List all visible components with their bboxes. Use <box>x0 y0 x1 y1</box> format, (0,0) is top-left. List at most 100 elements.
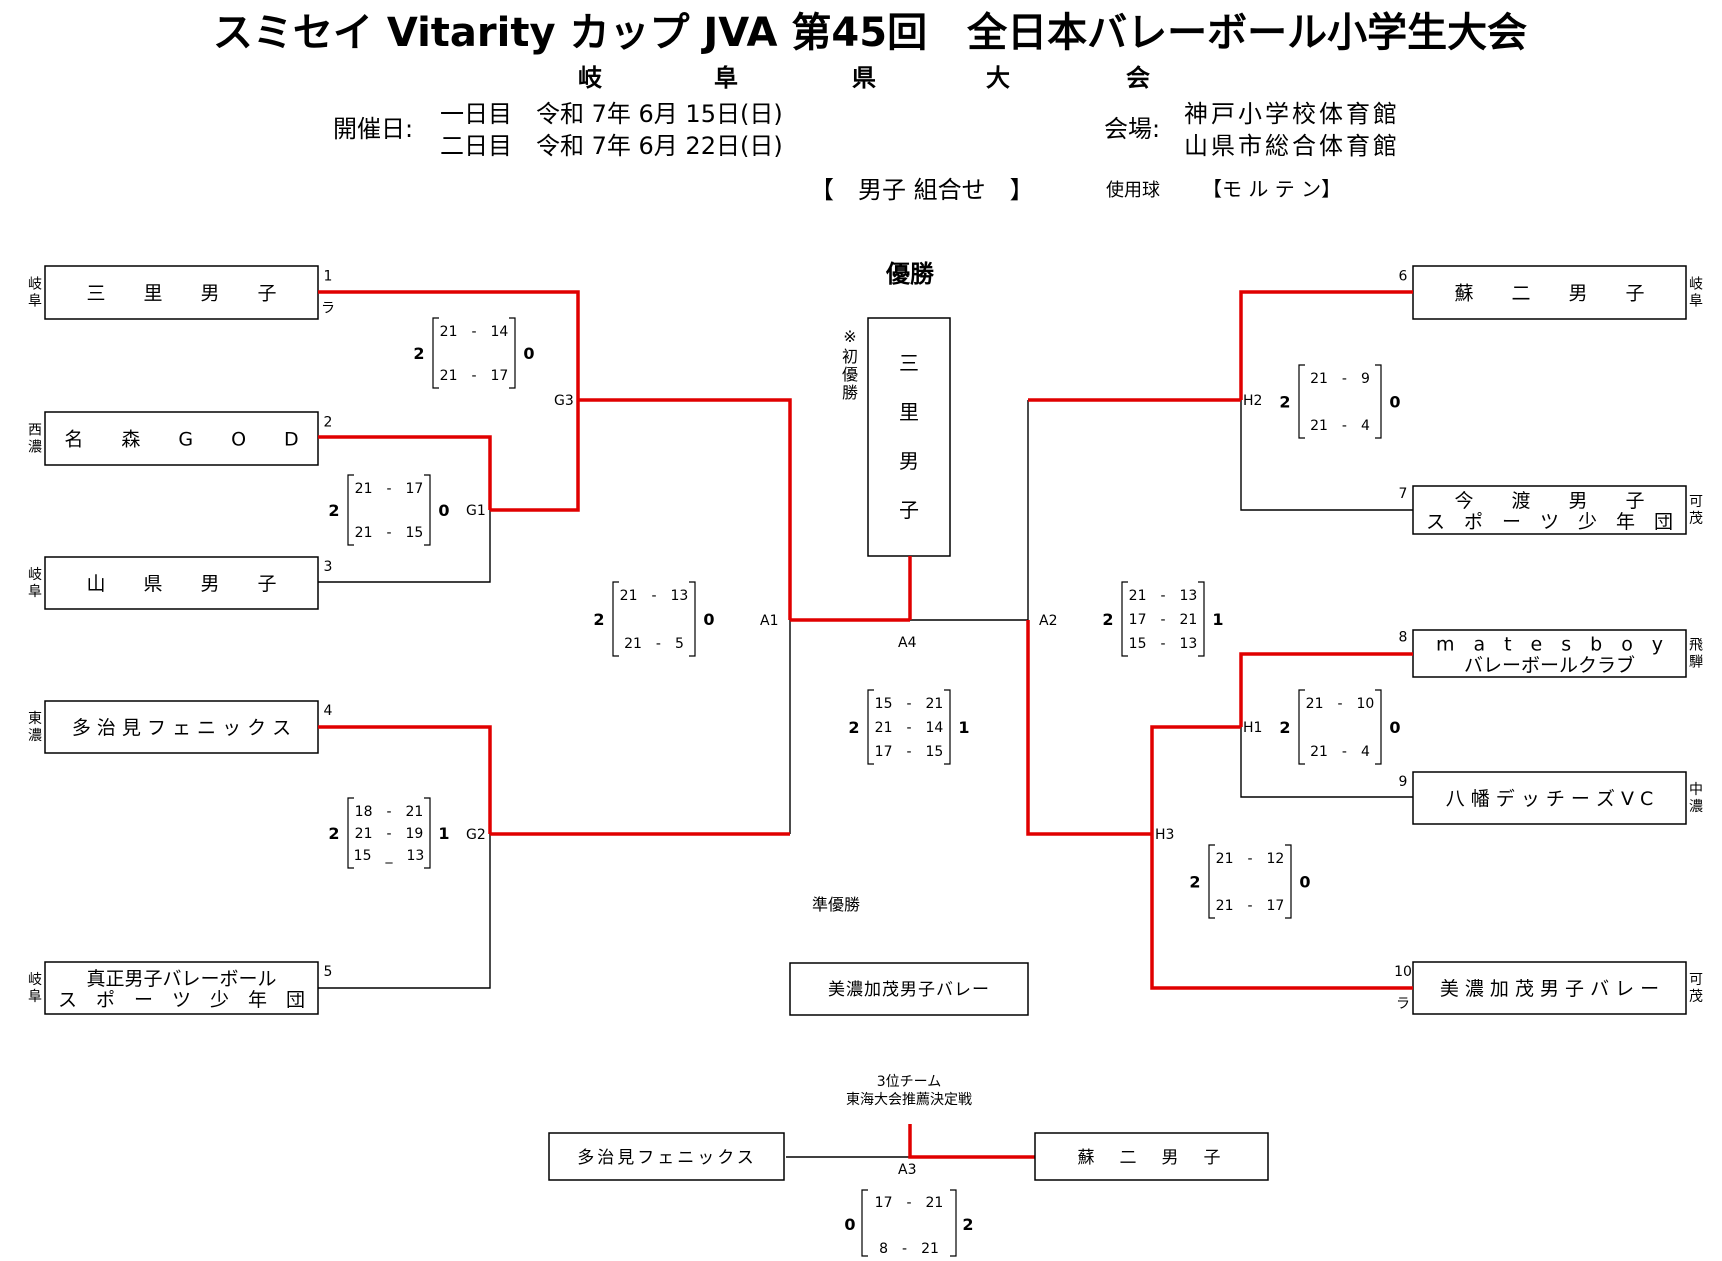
right-sets: 1 <box>958 718 969 737</box>
team-name-line: バレーボールクラブ <box>1464 654 1635 677</box>
team-box <box>1412 629 1687 678</box>
score-bracket-left <box>347 797 354 869</box>
team-name: 山 県 男 子 <box>86 573 276 595</box>
set-score: 18 - 21 <box>355 804 424 820</box>
set-score: 21 - 17 <box>355 481 424 497</box>
team-region-char: 東 <box>28 711 42 727</box>
third-left-team: 多治見フェニックス <box>577 1148 757 1168</box>
a3-score: 17 - 21 <box>875 1195 944 1211</box>
venue-label: 会場: <box>1104 115 1160 143</box>
score-bracket-left <box>1121 581 1128 657</box>
match-label-g3: G3 <box>554 393 574 409</box>
team-seed: 6 <box>1399 269 1408 285</box>
team-region-char: 西 <box>28 423 42 439</box>
a3-score: 8 - 21 <box>879 1241 939 1257</box>
team-name: 美 濃 加 茂 男 子 バ レ ー <box>1440 978 1659 1000</box>
team-name: 多 治 見 フ ェ ニ ッ ク ス <box>72 717 291 739</box>
champion-box <box>867 317 951 557</box>
team-region-char: 濃 <box>1689 799 1703 815</box>
team-region-char: 岐 <box>28 277 42 293</box>
set-score: 21 - 12 <box>1216 851 1285 867</box>
set-score: 21 - 13 <box>1129 588 1198 604</box>
team-box <box>1412 961 1687 1015</box>
set-score: 21 - 13 <box>620 588 689 604</box>
a3-left-sets: 0 <box>844 1215 855 1234</box>
third-label-2: 東海大会推薦決定戦 <box>846 1092 972 1108</box>
team-region-char: 茂 <box>1689 988 1703 1005</box>
left-sets: 2 <box>848 718 859 737</box>
team-box <box>44 961 319 1015</box>
left-sets: 2 <box>1279 393 1290 412</box>
score-bracket-right <box>689 581 696 657</box>
set-score: 15 - 13 <box>1129 636 1198 652</box>
team-name-line: 今 渡 男 子 <box>1454 490 1644 512</box>
set-score: 21 - 14 <box>440 324 509 340</box>
match-label-h2: H2 <box>1243 393 1262 409</box>
champion-team-char: 三 <box>899 351 919 375</box>
champion-team-char: 里 <box>899 400 919 424</box>
team-box <box>44 556 319 610</box>
score-bracket-left <box>432 317 439 389</box>
set-score: 17 - 15 <box>875 744 944 760</box>
score-block-a3: 0 2 17 - 21 8 - 21 <box>844 1189 974 1257</box>
champion-team-char: 子 <box>899 498 919 522</box>
runner-up-box <box>789 962 1029 1016</box>
score-bracket-right <box>1285 844 1292 919</box>
left-sets: 2 <box>413 344 424 363</box>
score-bracket-right <box>1198 581 1205 657</box>
match-label-a3: A3 <box>898 1162 916 1178</box>
match-label-a1: A1 <box>760 613 778 629</box>
left-sets: 2 <box>1189 873 1200 892</box>
team-seed: 7 <box>1399 486 1408 502</box>
date-day1: 一日目 令和 7年 6月 15日(日) <box>440 100 783 128</box>
team-region-char: 阜 <box>1689 293 1703 310</box>
team-region-char: 岐 <box>1689 277 1703 293</box>
team-name: 名 森 G O D <box>64 429 298 451</box>
team-region-char: 茂 <box>1689 510 1703 527</box>
page-title: スミセイ Vitarity カップ JVA 第45回 全日本バレーボール小学生大… <box>213 10 1527 56</box>
team-box <box>44 265 319 320</box>
subtitle-char: 県 <box>852 64 876 92</box>
third-label-1: 3位チーム <box>877 1074 942 1090</box>
score-bracket-left <box>612 581 619 657</box>
set-score: 21 - 9 <box>1310 371 1370 387</box>
date-day2: 二日目 令和 7年 6月 22日(日) <box>440 132 783 160</box>
score-bracket-left <box>347 474 354 546</box>
score-bracket-left <box>1208 844 1215 919</box>
team-region-char: 飛 <box>1689 638 1703 654</box>
third-right-team: 蘇 二 男 子 <box>1078 1148 1225 1168</box>
match-label-g2: G2 <box>466 827 486 843</box>
team-region-char: 可 <box>1689 494 1703 510</box>
team-region-char: 濃 <box>28 440 42 456</box>
match-label-h3: H3 <box>1155 827 1174 843</box>
svg-text:※: ※ <box>843 327 856 346</box>
right-sets: 0 <box>703 610 714 629</box>
team-region-char: 中 <box>1689 782 1703 798</box>
team-box <box>1412 771 1687 825</box>
set-score: 21 - 14 <box>875 720 944 736</box>
right-sets: 0 <box>438 501 449 520</box>
team-box <box>44 700 319 754</box>
bracket-lines <box>318 400 1413 1158</box>
champion-label: 優勝 <box>885 260 935 288</box>
team-seed: 8 <box>1399 630 1408 646</box>
right-sets: 0 <box>1389 718 1400 737</box>
right-sets: 0 <box>1389 393 1400 412</box>
date-label: 開催日: <box>333 115 413 143</box>
set-score: 17 - 21 <box>1129 612 1198 628</box>
score-bracket-right <box>1375 689 1382 765</box>
set-score: 15 _ 13 <box>354 848 425 864</box>
match-label-h1: H1 <box>1243 720 1262 736</box>
right-sets: 1 <box>438 824 449 843</box>
left-sets: 2 <box>328 824 339 843</box>
